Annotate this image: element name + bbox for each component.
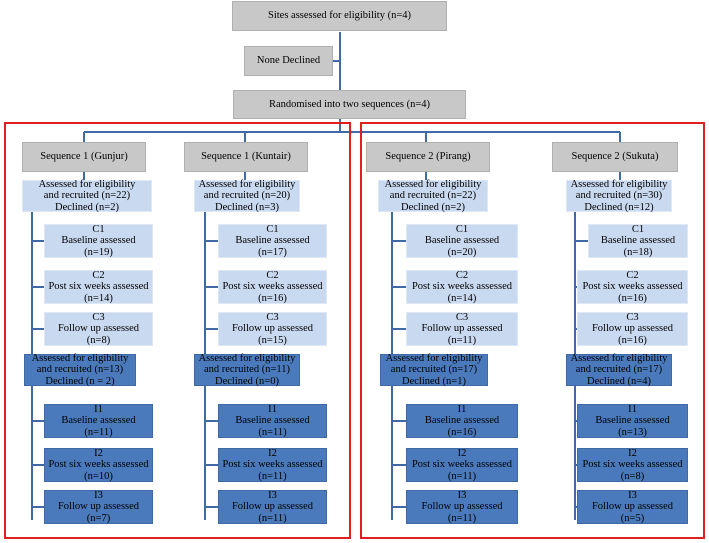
c1-kuntair: C1 Baseline assessed (n=17) xyxy=(218,224,327,258)
sequence-title-gunjur: Sequence 1 (Gunjur) xyxy=(22,142,146,172)
intervention-recruit-pirang: Assessed for eligibility and recruited (… xyxy=(380,353,488,387)
c1-pirang: C1 Baseline assessed (n=20) xyxy=(406,224,518,258)
c3-kuntair: C3 Follow up assessed (n=15) xyxy=(218,312,327,346)
c2-gunjur: C2 Post six weeks assessed (n=14) xyxy=(44,270,153,304)
sequence-title-kuntair: Sequence 1 (Kuntair) xyxy=(184,142,308,172)
sequence-1-frame xyxy=(4,122,351,539)
i1-pirang: I1 Baseline assessed (n=16) xyxy=(406,404,518,438)
sequence-title-sukuta: Sequence 2 (Sukuta) xyxy=(552,142,678,172)
i1-gunjur: I1 Baseline assessed (n=11) xyxy=(44,404,153,438)
i2-pirang: I2 Post six weeks assessed (n=11) xyxy=(406,448,518,482)
i2-kuntair: I2 Post six weeks assessed (n=11) xyxy=(218,448,327,482)
i2-gunjur: I2 Post six weeks assessed (n=10) xyxy=(44,448,153,482)
i3-kuntair: I3 Follow up assessed (n=11) xyxy=(218,490,327,524)
i2-sukuta: I2 Post six weeks assessed (n=8) xyxy=(577,448,688,482)
randomised-box: Randomised into two sequences (n=4) xyxy=(233,90,466,119)
c2-pirang: C2 Post six weeks assessed (n=14) xyxy=(406,270,518,304)
c2-sukuta: C2 Post six weeks assessed (n=16) xyxy=(577,270,688,304)
sequence-2-frame xyxy=(360,122,705,539)
c3-pirang: C3 Follow up assessed (n=11) xyxy=(406,312,518,346)
sequence-title-pirang: Sequence 2 (Pirang) xyxy=(366,142,490,172)
control-recruit-sukuta: Assessed for eligibility and recruited (… xyxy=(566,179,672,213)
i1-sukuta: I1 Baseline assessed (n=13) xyxy=(577,404,688,438)
c1-sukuta: C1 Baseline assessed (n=18) xyxy=(588,224,688,258)
control-recruit-gunjur: Assessed for eligibility and recruited (… xyxy=(22,179,152,213)
c3-gunjur: C3 Follow up assessed (n=8) xyxy=(44,312,153,346)
c3-sukuta: C3 Follow up assessed (n=16) xyxy=(577,312,688,346)
control-recruit-kuntair: Assessed for eligibility and recruited (… xyxy=(194,179,300,213)
i3-sukuta: I3 Follow up assessed (n=5) xyxy=(577,490,688,524)
intervention-recruit-sukuta: Assessed for eligibility and recruited (… xyxy=(566,353,672,387)
control-recruit-pirang: Assessed for eligibility and recruited (… xyxy=(378,179,488,213)
intervention-recruit-gunjur: Assessed for eligibility and recruited (… xyxy=(24,353,136,387)
c1-gunjur: C1 Baseline assessed (n=19) xyxy=(44,224,153,258)
i3-pirang: I3 Follow up assessed (n=11) xyxy=(406,490,518,524)
i1-kuntair: I1 Baseline assessed (n=11) xyxy=(218,404,327,438)
none-declined-box: None Declined xyxy=(244,46,333,76)
sites-assessed-box: Sites assessed for eligibility (n=4) xyxy=(232,1,447,31)
c2-kuntair: C2 Post six weeks assessed (n=16) xyxy=(218,270,327,304)
intervention-recruit-kuntair: Assessed for eligibility and recruited (… xyxy=(194,353,300,387)
i3-gunjur: I3 Follow up assessed (n=7) xyxy=(44,490,153,524)
